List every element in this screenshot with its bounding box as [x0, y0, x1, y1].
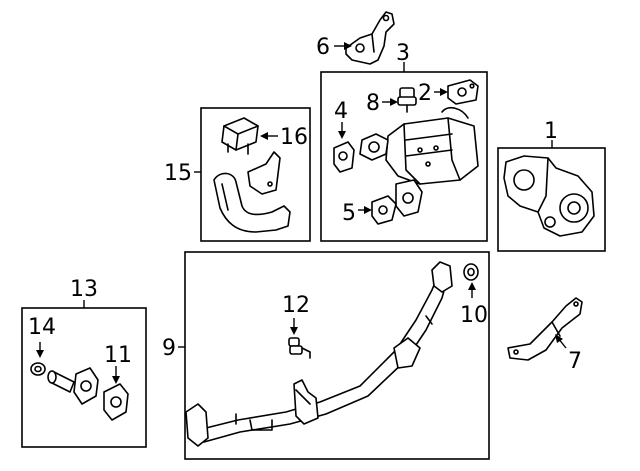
callout-7: 7 — [568, 349, 582, 374]
part-5-gasket — [371, 195, 397, 225]
part-16-sensor — [221, 117, 259, 155]
part-8-sensor — [397, 87, 417, 113]
group-box-9 — [184, 251, 490, 460]
callout-4: 4 — [334, 99, 348, 124]
callout-14: 14 — [28, 315, 56, 340]
part-6-bracket — [345, 11, 395, 65]
part-4-gasket — [333, 141, 355, 173]
part-14-washer — [30, 362, 46, 376]
callout-12: 12 — [282, 293, 310, 318]
callout-8: 8 — [366, 91, 380, 116]
callout-10: 10 — [460, 303, 488, 328]
part-2-gasket — [447, 79, 479, 105]
part-12-sensor — [288, 337, 311, 359]
part-10-washer — [463, 263, 479, 281]
callout-1: 1 — [544, 119, 558, 144]
part-15-pipe — [213, 151, 291, 233]
part-13-tube-flange — [47, 367, 99, 405]
callout-6: 6 — [316, 35, 330, 60]
callout-11: 11 — [104, 343, 132, 368]
callout-13: 13 — [70, 277, 98, 302]
part-9-egr-pipe — [185, 261, 453, 447]
part-3-egr-cooler — [359, 106, 479, 217]
part-7-bracket — [507, 297, 583, 361]
callout-9: 9 — [162, 336, 176, 361]
callout-15: 15 — [164, 161, 192, 186]
part-1-egr-valve — [503, 155, 595, 237]
callout-3: 3 — [396, 41, 410, 66]
group-box-15 — [200, 107, 311, 242]
callout-2: 2 — [418, 81, 432, 106]
callout-5: 5 — [342, 201, 356, 226]
part-11-gasket — [103, 383, 129, 421]
callout-16: 16 — [280, 125, 308, 150]
